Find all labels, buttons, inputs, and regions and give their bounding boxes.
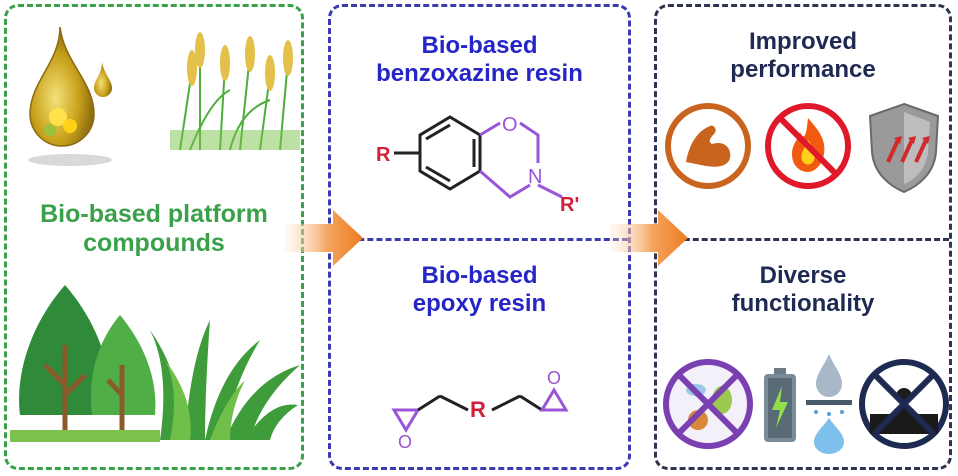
flame-retardant-icon bbox=[765, 103, 851, 189]
anti-impact-icon bbox=[859, 359, 949, 449]
r-prime-group-label: R' bbox=[560, 194, 579, 216]
water-repellent-icon bbox=[806, 354, 852, 454]
epoxy-title-line1: Bio-based bbox=[421, 262, 538, 289]
benzoxazine-title: Bio-based benzoxazine resin bbox=[331, 32, 628, 87]
benzoxazine-title-line1: Bio-based bbox=[421, 32, 538, 59]
epoxy-oxygen-left-label: O bbox=[398, 432, 412, 452]
resin-divider bbox=[331, 238, 628, 241]
epoxy-oxygen-right-label: O bbox=[547, 368, 561, 388]
arrow-icon bbox=[610, 210, 688, 266]
epoxy-title: Bio-based epoxy resin bbox=[331, 262, 628, 317]
improved-performance-line1: Improved bbox=[748, 28, 858, 55]
wheat-icon bbox=[170, 32, 300, 151]
diverse-functionality-line1: Diverse bbox=[759, 262, 847, 289]
diverse-functionality-title: Diverse functionality bbox=[657, 262, 949, 317]
muscle-strength-icon bbox=[665, 103, 751, 189]
platform-compounds-title: Bio-based platform compounds bbox=[8, 200, 300, 258]
arrow-icon bbox=[285, 210, 363, 266]
oil-drop-icon bbox=[28, 26, 112, 166]
antibacterial-icon bbox=[663, 359, 753, 449]
benzoxazine-title-line2: benzoxazine resin bbox=[376, 59, 583, 87]
battery-icon bbox=[764, 368, 796, 442]
epoxy-title-line2: epoxy resin bbox=[412, 289, 547, 317]
properties-divider bbox=[657, 238, 949, 241]
epoxy-structure: R O O bbox=[391, 368, 569, 452]
improved-performance-line2: performance bbox=[730, 55, 876, 83]
r-group-label: R bbox=[376, 144, 391, 166]
grass-icon bbox=[150, 320, 300, 440]
heat-shield-icon bbox=[868, 102, 940, 194]
epoxy-r-label: R bbox=[470, 397, 486, 422]
diverse-functionality-line2: functionality bbox=[731, 289, 875, 317]
oxygen-label: O bbox=[502, 114, 518, 136]
trees-icon bbox=[10, 285, 160, 442]
benzoxazine-structure: O N R R' bbox=[376, 114, 579, 216]
nitrogen-label: N bbox=[528, 166, 542, 188]
platform-title-line2: compounds bbox=[83, 228, 225, 257]
platform-title-line1: Bio-based platform bbox=[40, 200, 268, 228]
improved-performance-title: Improved performance bbox=[657, 28, 949, 83]
